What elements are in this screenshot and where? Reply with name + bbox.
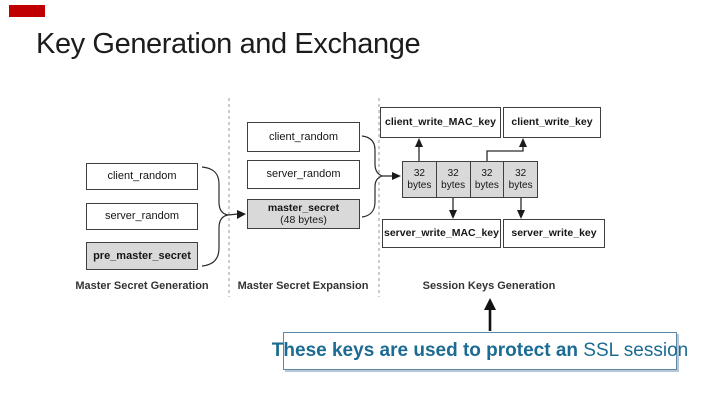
arrowhead-server-key (517, 210, 525, 219)
box-client-random-generation: client_random (86, 163, 198, 190)
brace-expansion (361, 135, 384, 218)
callout-arrowhead (484, 298, 496, 310)
box-server-random-expansion: server_random (247, 160, 360, 189)
box-client-write-key: client_write_key (503, 107, 601, 138)
byte-blocks-strip: 32 bytes 32 bytes 32 bytes 32 bytes (402, 161, 538, 198)
callout-box: These keys are used to protect an SSL se… (272, 332, 688, 370)
arrow-line-client-key (486, 145, 524, 161)
arrow-line-master-secret (227, 213, 239, 216)
arrowhead-master-secret (237, 210, 246, 219)
callout-text-regular: SSL session (578, 340, 689, 361)
box-label: server_write_key (511, 227, 597, 240)
box-sublabel: (48 bytes) (280, 214, 327, 226)
label-master-secret-generation: Master Secret Generation (75, 280, 209, 292)
brace-generation (201, 166, 229, 267)
label-master-secret-expansion: Master Secret Expansion (237, 280, 369, 292)
callout-text-bold: These keys are used to protect an (271, 340, 579, 361)
box-label: server_write_MAC_key (384, 227, 499, 240)
box-label: client_write_MAC_key (385, 116, 496, 129)
box-label: client_random (107, 170, 177, 183)
byte-value: 32 (447, 167, 459, 179)
byte-block: 32 bytes (403, 162, 436, 197)
box-server-write-mac-key: server_write_MAC_key (382, 219, 501, 248)
page-title: Key Generation and Exchange (36, 28, 421, 60)
byte-unit: bytes (508, 179, 533, 191)
byte-value: 32 (413, 167, 425, 179)
byte-unit: bytes (407, 179, 432, 191)
arrowhead-server-mac (449, 210, 457, 219)
box-label: client_write_key (511, 116, 593, 129)
box-client-random-expansion: client_random (247, 122, 360, 152)
box-master-secret: master_secret (48 bytes) (247, 199, 360, 229)
red-accent-bar (9, 5, 45, 17)
byte-block: 32 bytes (503, 162, 537, 197)
box-label: master_secret (267, 201, 340, 214)
arrowhead-byte-strip (392, 172, 401, 180)
arrowhead-client-mac (415, 138, 423, 147)
box-server-write-key: server_write_key (503, 219, 605, 248)
box-label: client_random (268, 130, 339, 143)
box-label: pre_master_secret (93, 249, 191, 262)
box-pre-master-secret: pre_master_secret (86, 242, 198, 270)
box-server-random-generation: server_random (86, 203, 198, 230)
byte-value: 32 (481, 167, 493, 179)
byte-block: 32 bytes (435, 162, 470, 197)
label-session-keys-generation: Session Keys Generation (422, 280, 556, 292)
byte-value: 32 (515, 167, 527, 179)
box-label: server_random (266, 168, 341, 181)
byte-unit: bytes (441, 179, 466, 191)
byte-block: 32 bytes (469, 162, 504, 197)
byte-unit: bytes (474, 179, 499, 191)
box-label: server_random (105, 210, 179, 223)
arrowhead-client-key (519, 138, 527, 147)
box-client-write-mac-key: client_write_MAC_key (380, 107, 501, 138)
